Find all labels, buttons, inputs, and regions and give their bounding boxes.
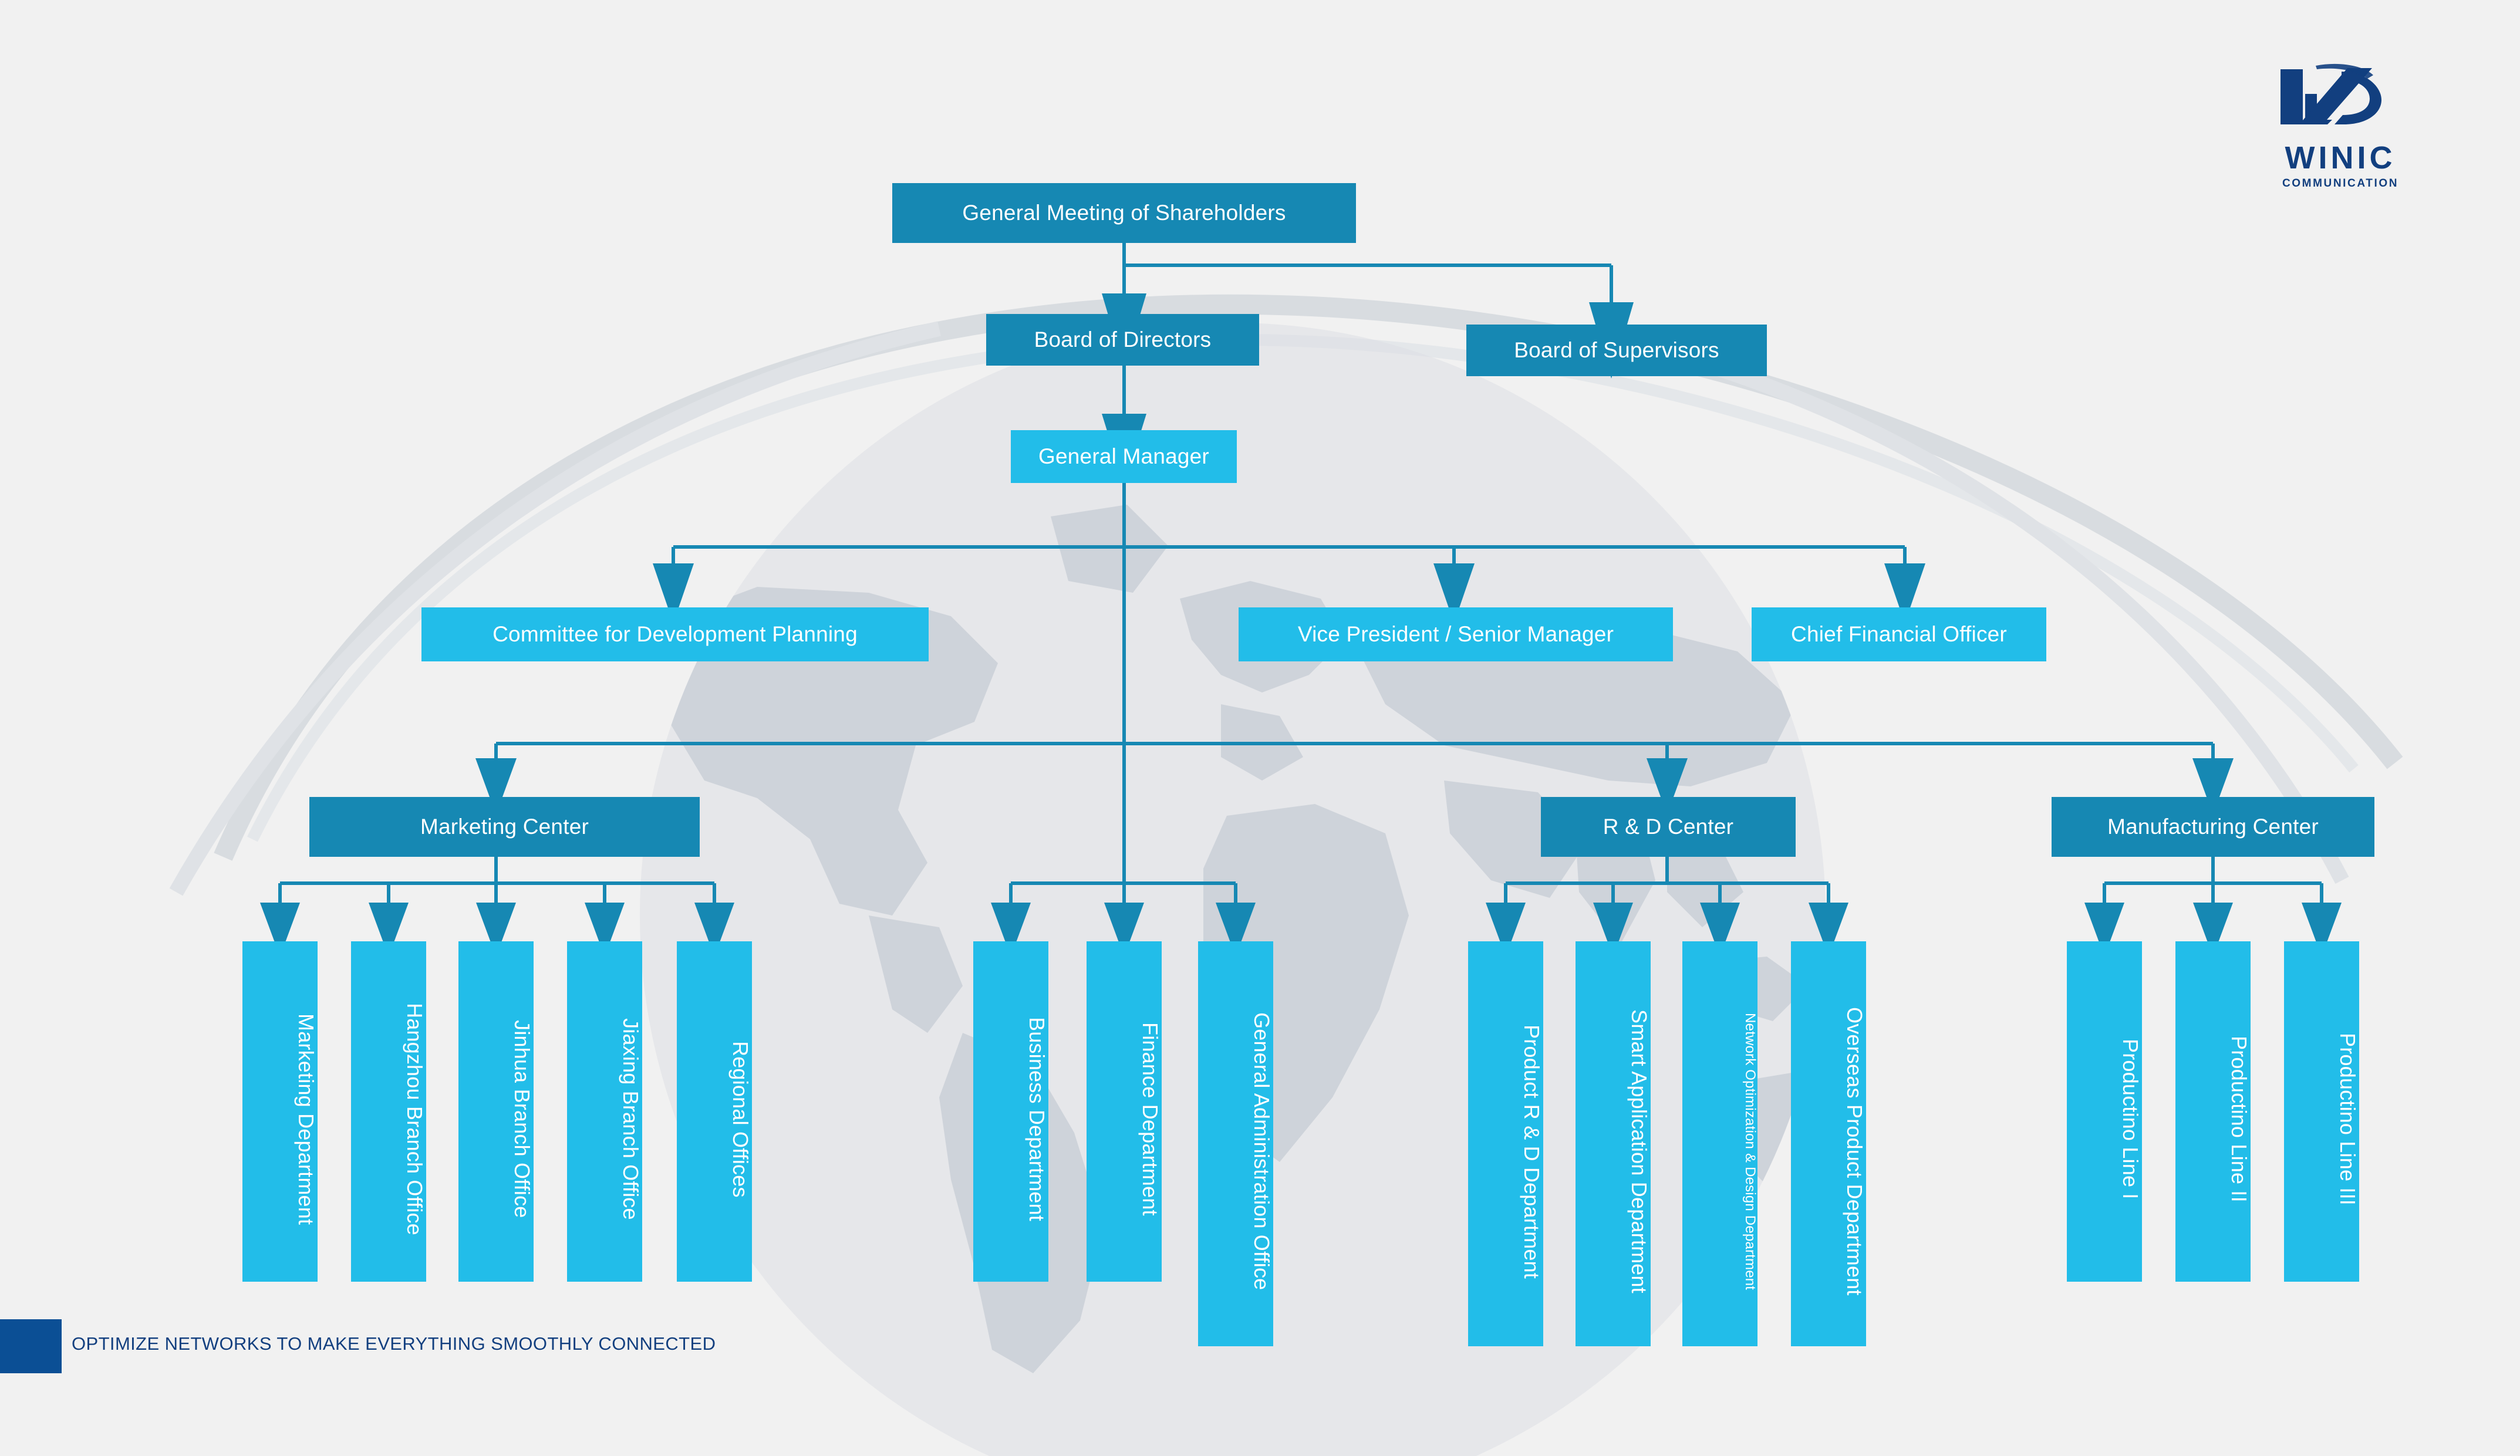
node-production-line-3[interactable]: Productino Line III (2284, 941, 2360, 1282)
node-hangzhou-branch-office[interactable]: Hangzhou Branch Office (351, 941, 427, 1282)
node-committee-for-development-planning[interactable]: Committee for Development Planning (421, 607, 929, 661)
node-product-rd-department[interactable]: Product R & D Department (1468, 941, 1544, 1346)
footer-accent-bar (0, 1319, 62, 1373)
brand-logo: WINIC COMMUNICATION (2267, 63, 2414, 190)
node-chief-financial-officer[interactable]: Chief Financial Officer (1752, 607, 2046, 661)
node-label: Productino Line I (2118, 1039, 2143, 1200)
winic-wd-monogram-icon (2281, 63, 2381, 124)
node-label: Manufacturing Center (2107, 814, 2319, 839)
node-label: Product R & D Department (1520, 1024, 1544, 1279)
node-label: Marketing Center (420, 814, 589, 839)
node-label: Hangzhou Branch Office (403, 1003, 427, 1235)
node-jinhua-branch-office[interactable]: Jinhua Branch Office (458, 941, 534, 1282)
node-label: Network Optimization & Design Department (1742, 1012, 1758, 1291)
node-manufacturing-center[interactable]: Manufacturing Center (2052, 797, 2374, 857)
node-label: Jinhua Branch Office (510, 1020, 534, 1218)
node-board-of-supervisors[interactable]: Board of Supervisors (1466, 325, 1767, 376)
node-smart-application-department[interactable]: Smart Application Department (1576, 941, 1651, 1346)
node-marketing-center[interactable]: Marketing Center (309, 797, 700, 857)
node-general-administration-office[interactable]: General Administration Office (1198, 941, 1274, 1346)
node-network-optimization-design-department[interactable]: Network Optimization & Design Department (1682, 941, 1758, 1346)
node-label: Board of Directors (1034, 327, 1212, 352)
brand-wordmark: WINIC (2285, 140, 2396, 175)
brand-subword: COMMUNICATION (2282, 177, 2399, 190)
node-label: Board of Supervisors (1514, 337, 1719, 362)
node-vice-president-senior-manager[interactable]: Vice President / Senior Manager (1239, 607, 1673, 661)
node-label: Business Department (1025, 1017, 1049, 1221)
node-production-line-1[interactable]: Productino Line I (2067, 941, 2143, 1282)
node-label: Chief Financial Officer (1791, 621, 2007, 646)
node-production-line-2[interactable]: Productino Line II (2175, 941, 2251, 1282)
node-label: Committee for Development Planning (492, 621, 858, 646)
node-label: Productino Line III (2336, 1033, 2360, 1205)
node-label: General Meeting of Shareholders (962, 200, 1286, 225)
node-label: Smart Application Department (1627, 1009, 1651, 1293)
node-rd-center[interactable]: R & D Center (1541, 797, 1796, 857)
node-marketing-department[interactable]: Marketing Department (242, 941, 318, 1282)
node-board-of-directors[interactable]: Board of Directors (986, 314, 1259, 366)
node-label: Jiaxing Branch Office (619, 1018, 643, 1220)
node-business-department[interactable]: Business Department (973, 941, 1049, 1282)
node-label: General Manager (1038, 444, 1209, 468)
node-label: Regional Offices (728, 1041, 753, 1198)
node-label: R & D Center (1603, 814, 1734, 839)
node-label: Marketing Department (294, 1013, 318, 1225)
node-finance-department[interactable]: Finance Department (1087, 941, 1162, 1282)
node-general-manager[interactable]: General Manager (1011, 430, 1237, 483)
node-label: Overseas Product Department (1843, 1007, 1867, 1296)
node-jiaxing-branch-office[interactable]: Jiaxing Branch Office (567, 941, 643, 1282)
node-shareholders[interactable]: General Meeting of Shareholders (892, 183, 1356, 243)
node-regional-offices[interactable]: Regional Offices (677, 941, 753, 1282)
node-label: Vice President / Senior Manager (1297, 621, 1614, 646)
node-label: Finance Department (1138, 1022, 1162, 1216)
node-label: Productino Line II (2227, 1036, 2251, 1202)
node-overseas-product-department[interactable]: Overseas Product Department (1791, 941, 1867, 1346)
footer-tagline: OPTIMIZE NETWORKS TO MAKE EVERYTHING SMO… (72, 1333, 716, 1354)
node-label: General Administration Office (1250, 1012, 1274, 1291)
